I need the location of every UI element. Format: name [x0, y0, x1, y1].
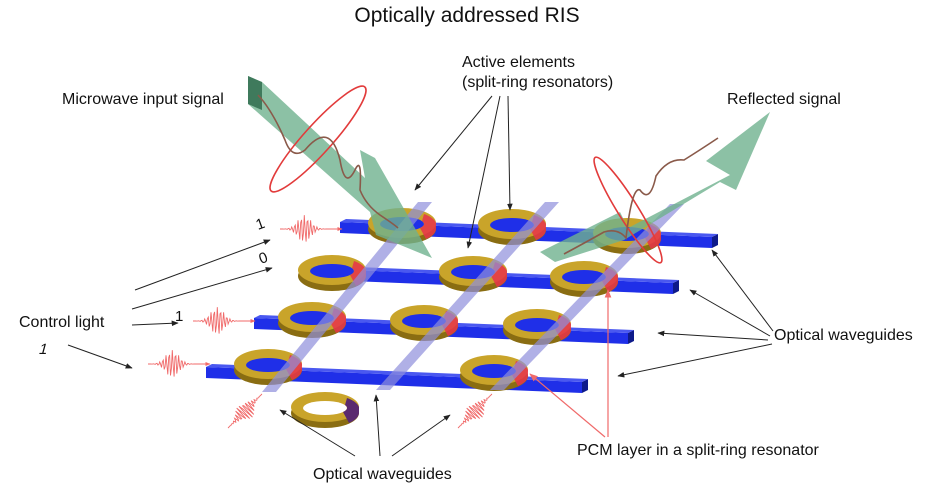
ring-hole	[310, 264, 354, 278]
annotation-arrow	[279, 409, 356, 457]
control-bit-1: 1	[254, 215, 268, 234]
pcm-layer	[420, 214, 436, 239]
annotation-arrow	[466, 95, 501, 249]
pulse-wave	[193, 307, 247, 334]
diagram-title: Optically addressed RIS	[354, 4, 579, 27]
annotation-arrow	[131, 267, 273, 310]
control-bit-4: 1	[37, 341, 50, 358]
annotation-arrow	[689, 289, 771, 337]
waveguide-end-cap	[712, 234, 718, 248]
standalone-split-ring-resonator	[291, 392, 359, 428]
label-pcm-layer: PCM layer in a split-ring resonator	[577, 442, 820, 459]
ring-hole	[303, 401, 347, 415]
waveguide-end-cap	[582, 379, 588, 393]
vertical-waveguide	[262, 202, 432, 392]
label-microwave-input: Microwave input signal	[62, 91, 224, 108]
label-reflected-signal: Reflected signal	[727, 91, 841, 108]
annotation-arrow	[617, 343, 773, 378]
annotation-arrow	[711, 249, 774, 332]
input-waveform	[257, 94, 399, 229]
input-wave-ellipse	[269, 85, 367, 193]
ring-hole	[246, 358, 290, 372]
control-pulse-4	[148, 350, 211, 377]
pulse-wave	[457, 393, 493, 429]
annotation-arrow	[131, 320, 179, 327]
vertical-waveguide	[490, 204, 684, 390]
annotation-arrow	[414, 95, 493, 191]
vertical-waveguide	[376, 202, 559, 390]
pcm-layer	[343, 398, 359, 423]
label-active-elements-sub: (split-ring resonators)	[462, 74, 613, 91]
label-optical-waveguides-bottom: Optical waveguides	[313, 466, 452, 483]
waveguide-end-cap	[628, 330, 634, 344]
ris-grid	[148, 76, 770, 429]
annotation-arrow	[657, 330, 769, 341]
annotation-arrow	[134, 239, 271, 291]
input-arrow-edge	[248, 76, 262, 110]
microwave-input-arrow	[248, 76, 432, 258]
annotation-arrow	[67, 344, 133, 369]
control-pulse-3	[193, 307, 256, 334]
control-bit-2: 0	[257, 249, 271, 268]
pulse-wave	[148, 350, 202, 377]
control-bit-3: 1	[175, 308, 183, 325]
waveguide-end-cap	[673, 280, 679, 294]
ring-hole	[515, 318, 559, 332]
label-active-elements: Active elements	[462, 54, 575, 71]
control-pulse-bottom-left	[227, 393, 263, 429]
annotation-arrows	[67, 95, 774, 457]
control-pulse-bottom-right	[457, 393, 493, 429]
control-pulse-1	[280, 215, 343, 242]
reflected-wave-ellipse	[593, 156, 663, 264]
annotation-arrow	[391, 414, 451, 457]
annotation-arrow	[373, 394, 381, 457]
pulse-wave	[227, 393, 263, 429]
annotation-arrow	[507, 95, 513, 211]
reflected-signal-arrow	[540, 112, 770, 262]
pulse-wave	[280, 215, 334, 242]
label-control-light: Control light	[19, 314, 105, 331]
pcm-annotation-arrow	[529, 373, 606, 438]
label-optical-waveguides-right: Optical waveguides	[774, 327, 913, 344]
ring-hole	[562, 270, 606, 284]
reflected-waveform	[563, 137, 719, 255]
